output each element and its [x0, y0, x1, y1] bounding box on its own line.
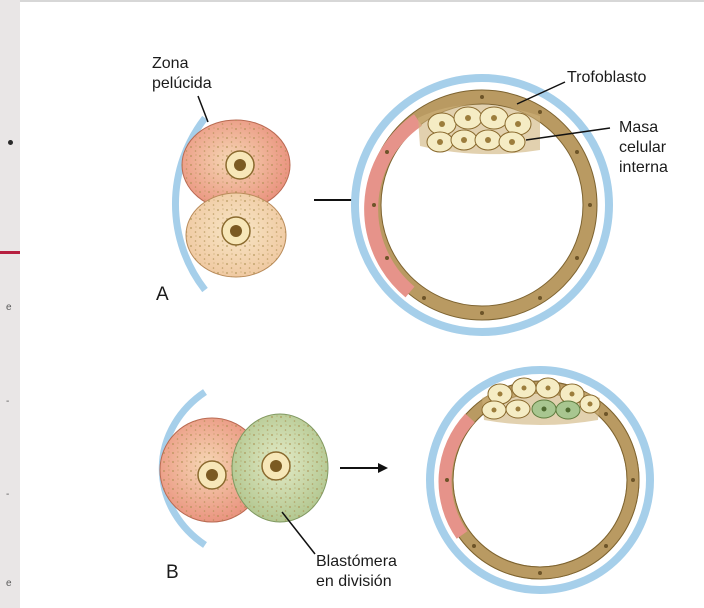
panel-label-b: B	[166, 562, 179, 583]
masa-label-line2: celular	[619, 139, 667, 156]
zona-label-line2: pelúcida	[152, 75, 212, 92]
inner-cell-mass-a	[418, 104, 540, 154]
blastomera-label-line2: en división	[316, 573, 392, 590]
two-cell-embryo-b	[160, 414, 328, 522]
two-cell-embryo-a	[182, 120, 290, 277]
blastocyst-b	[430, 370, 650, 590]
trofoblasto-label: Trofoblasto	[567, 69, 647, 86]
blastomera-label-line1: Blastómera	[316, 553, 397, 570]
arrow-b-head	[378, 463, 388, 473]
masa-label-line3: interna	[619, 159, 668, 176]
zona-label-line1: Zona	[152, 55, 189, 72]
masa-label-line1: Masa	[619, 119, 658, 136]
blastocyst-a	[355, 78, 609, 332]
panel-label-a: A	[156, 284, 169, 305]
